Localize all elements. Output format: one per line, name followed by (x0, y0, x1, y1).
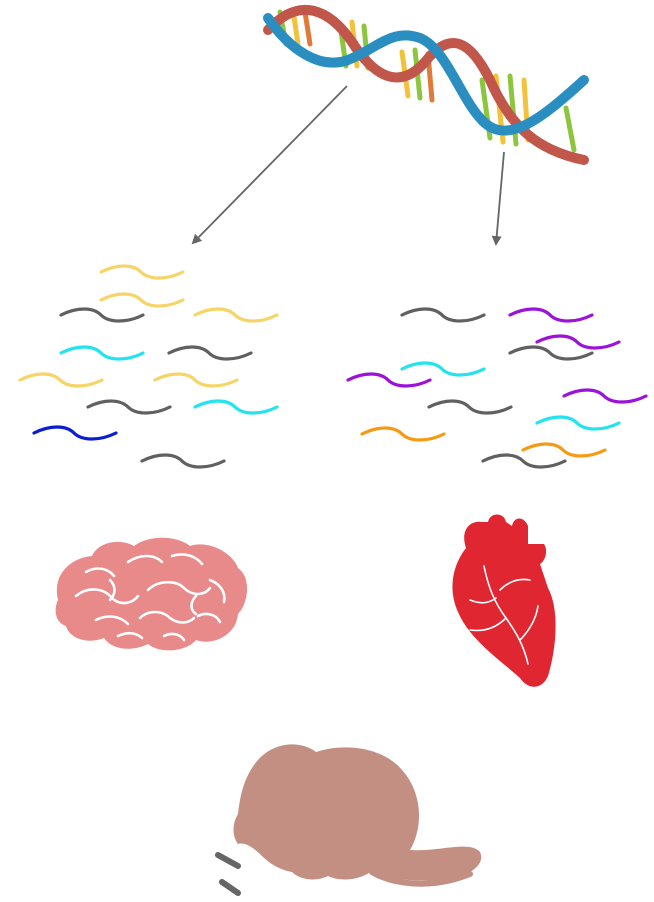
transcript-wave (537, 417, 619, 429)
transcript-wave (510, 347, 592, 359)
transcript-wave (510, 309, 592, 321)
transcript-wave (155, 374, 237, 386)
transcript-wave (142, 455, 224, 467)
transcript-wave (20, 374, 102, 386)
arrow-to-brain-transcripts (193, 86, 347, 243)
transcript-wave (362, 428, 444, 440)
arrow-to-heart-transcripts (496, 152, 504, 244)
transcript-wave (483, 455, 565, 467)
transcript-wave (195, 401, 277, 413)
brain-transcripts (20, 266, 277, 467)
transcript-wave (88, 401, 170, 413)
transcript-wave (169, 347, 251, 359)
transcript-wave (537, 336, 619, 348)
dna-double-helix-icon (268, 10, 584, 160)
transcript-wave (61, 309, 143, 321)
heart-icon (452, 515, 555, 687)
transcript-wave (195, 309, 277, 321)
brain-icon (56, 538, 247, 651)
transcript-wave (564, 390, 646, 402)
mouse-icon (218, 744, 481, 893)
transcript-wave (402, 309, 484, 321)
transcript-wave (429, 401, 511, 413)
transcript-wave (34, 427, 116, 439)
transcript-wave (101, 266, 183, 278)
heart-transcripts (348, 309, 646, 467)
transcript-wave (101, 294, 183, 306)
transcript-wave (348, 374, 430, 386)
transcript-wave (402, 363, 484, 375)
transcript-wave (61, 347, 143, 359)
transcript-wave (523, 444, 605, 456)
